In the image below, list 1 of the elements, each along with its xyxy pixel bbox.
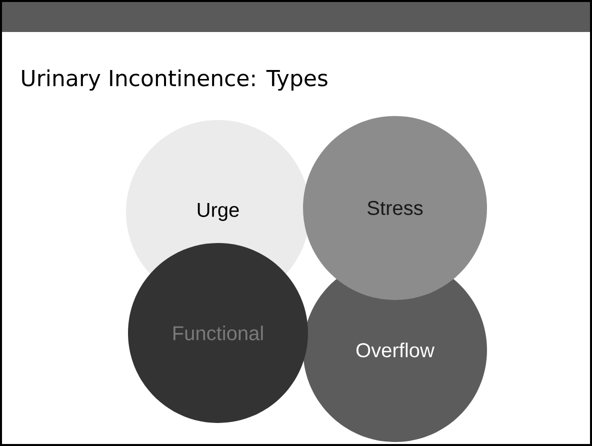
slide-title: Urinary Incontinence: Types [22,69,328,91]
